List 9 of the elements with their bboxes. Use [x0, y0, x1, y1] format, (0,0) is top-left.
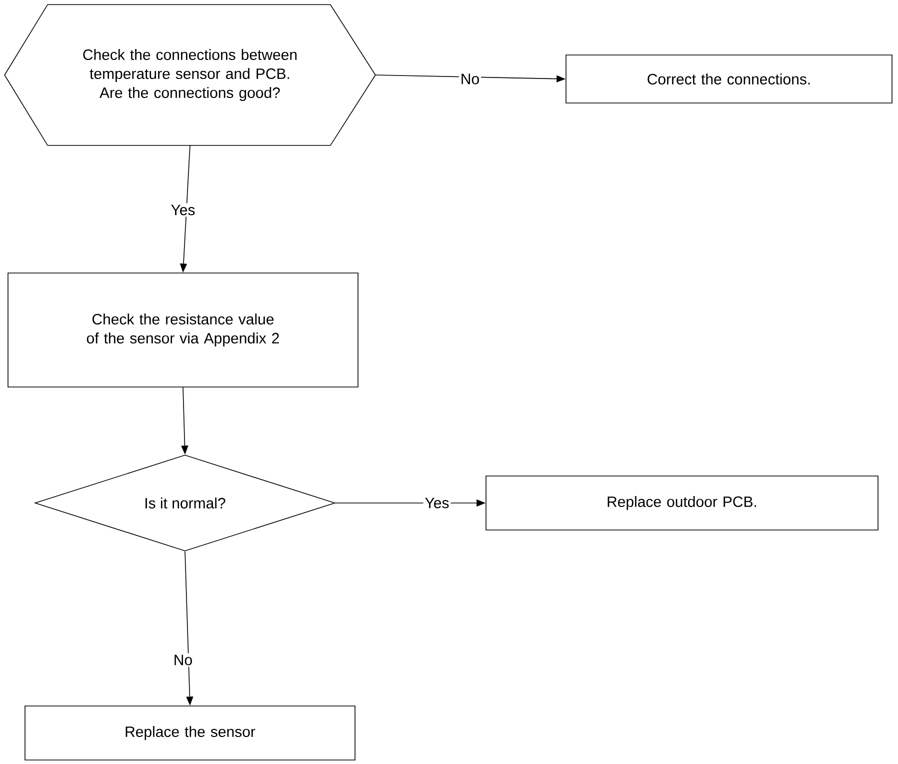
edge-label: No [458, 72, 482, 86]
decision-hexagon: Check the connections between temperature sensor and PCB. Are the connections good? [4, 4, 376, 146]
edge-label: Yes [423, 496, 451, 510]
process-box: Replace outdoor PCB. [486, 476, 878, 530]
edge-label: Yes [169, 203, 197, 217]
edge-label: No [172, 653, 194, 667]
process-box: Correct the connections. [566, 54, 892, 104]
process-box: Replace the sensor [24, 706, 356, 760]
process-box: Check the resistance value of the sensor via Appendix 2 [8, 272, 358, 388]
